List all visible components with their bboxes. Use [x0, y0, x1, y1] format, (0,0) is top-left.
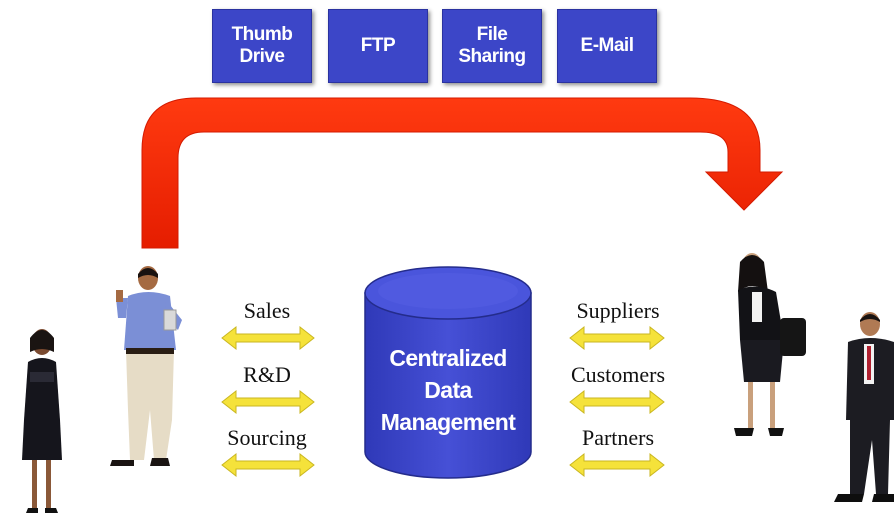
big-red-arrow-shape — [141, 97, 784, 249]
label-suppliers: Suppliers — [576, 298, 660, 323]
database-cylinder — [364, 266, 532, 479]
ftp-label: FTP — [360, 35, 396, 56]
person-man-suit-icon — [834, 312, 894, 502]
label-rnd: R&D — [243, 362, 291, 387]
label-customers: Customers — [570, 362, 666, 387]
double-arrow-rnd — [221, 389, 315, 415]
person-woman-phone-icon — [734, 253, 806, 436]
thumb-drive-label: Thumb Drive — [231, 24, 293, 67]
double-arrow-suppliers — [569, 325, 665, 351]
file-sharing-box: File Sharing — [442, 9, 542, 83]
email-box: E-Mail — [557, 9, 657, 83]
label-partners: Partners — [581, 425, 655, 450]
ftp-box: FTP — [328, 9, 428, 83]
file-sharing-label: File Sharing — [458, 24, 526, 67]
double-arrow-customers — [569, 389, 665, 415]
double-arrow-partners — [569, 452, 665, 478]
double-arrow-sourcing — [221, 452, 315, 478]
centralized-data-management-label: Centralized Data Management — [380, 345, 516, 435]
label-sourcing: Sourcing — [227, 425, 307, 450]
person-woman-dress-icon — [22, 329, 62, 513]
double-arrow-sales — [221, 325, 315, 351]
thumb-drive-box: Thumb Drive — [212, 9, 312, 83]
label-sales: Sales — [243, 298, 291, 323]
person-man-pointing-icon — [110, 266, 182, 466]
email-label: E-Mail — [580, 35, 634, 56]
